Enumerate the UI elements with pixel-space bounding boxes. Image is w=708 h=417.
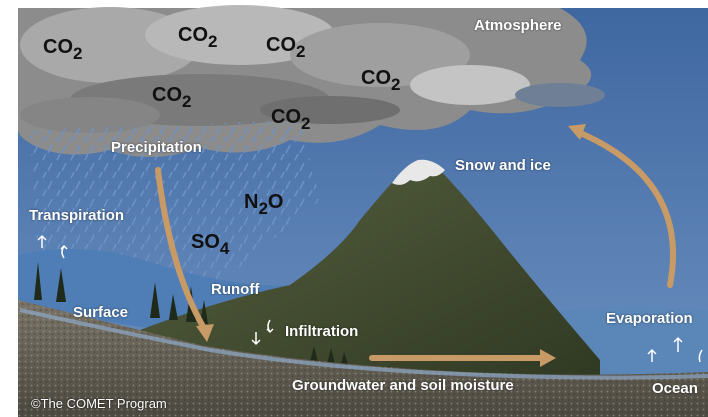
credit-text: ©The COMET Program — [31, 396, 167, 411]
label-evaporation: Evaporation — [606, 310, 693, 327]
evaporation-arrow — [575, 129, 676, 288]
label-runoff: Runoff — [211, 281, 260, 298]
gas-n2o: N2O — [244, 191, 284, 218]
label-precipitation: Precipitation — [111, 139, 202, 156]
process-arrows — [155, 129, 676, 361]
gas-co2-5: CO2 — [152, 84, 192, 111]
gas-co2-4: CO2 — [361, 67, 401, 94]
label-infiltration: Infiltration — [285, 323, 359, 340]
label-ocean: Ocean — [652, 380, 698, 397]
groundwater-layer — [19, 308, 708, 380]
label-snow-and-ice: Snow and ice — [455, 157, 551, 174]
gas-co2-6: CO2 — [271, 106, 311, 133]
vapor-arrows — [37, 234, 703, 363]
groundwater-flow-arrowhead — [540, 349, 556, 367]
precipitation-arrow — [155, 167, 208, 333]
gas-co2-1: CO2 — [43, 36, 83, 63]
gas-co2-2: CO2 — [178, 24, 218, 51]
gas-so4: SO4 — [191, 231, 230, 258]
mountain — [140, 163, 600, 390]
label-groundwater: Groundwater and soil moisture — [292, 377, 514, 394]
storm-clouds — [18, 5, 605, 158]
gas-co2-3: CO2 — [266, 34, 306, 61]
evaporation-arrowhead — [568, 124, 586, 140]
label-atmosphere: Atmosphere — [474, 17, 562, 34]
precipitation-arrowhead — [196, 324, 214, 342]
label-surface: Surface — [73, 304, 129, 321]
label-transpiration: Transpiration — [29, 207, 125, 224]
snow-cap — [392, 159, 445, 185]
